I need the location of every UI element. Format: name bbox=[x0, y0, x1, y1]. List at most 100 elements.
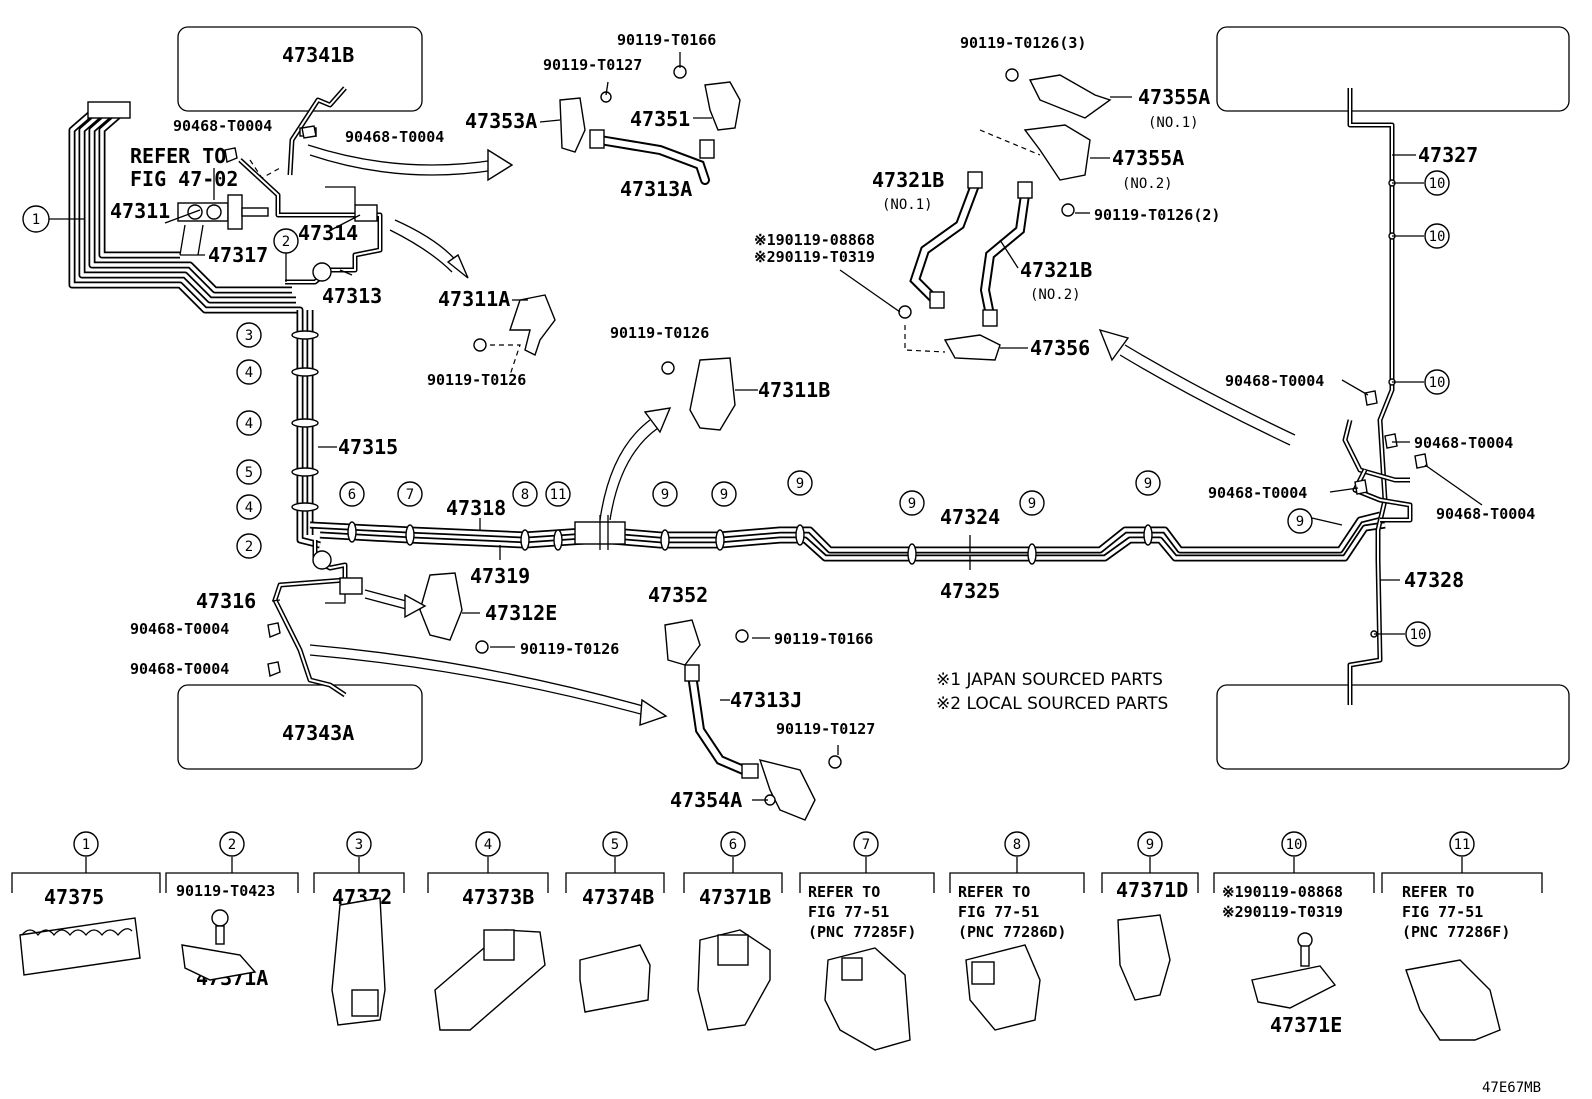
svg-text:(PNC 77285F): (PNC 77285F) bbox=[808, 923, 916, 941]
note-japan-sourced: ※1 JAPAN SOURCED PARTS bbox=[936, 670, 1163, 690]
callout-47343A: 47343A bbox=[282, 721, 354, 745]
svg-text:11: 11 bbox=[1454, 837, 1471, 853]
callout-90468-T0004: 90468-T0004 bbox=[1208, 484, 1307, 502]
box-bottom-right bbox=[1216, 684, 1570, 770]
bracket-47311A bbox=[509, 294, 556, 356]
svg-text:8: 8 bbox=[1013, 837, 1021, 853]
callout-47353A: 47353A bbox=[465, 109, 537, 133]
fitting-47314 bbox=[354, 204, 378, 222]
svg-text:90119-T0423: 90119-T0423 bbox=[176, 882, 275, 900]
callout-47314: 47314 bbox=[298, 221, 358, 245]
svg-text:FIG 77-51: FIG 77-51 bbox=[808, 903, 889, 921]
svg-text:7: 7 bbox=[862, 837, 870, 853]
callout-47328: 47328 bbox=[1404, 568, 1464, 592]
box-47343A bbox=[177, 684, 423, 770]
callout-47325: 47325 bbox=[940, 579, 1000, 603]
callout-no1: (NO.1) bbox=[882, 197, 933, 213]
svg-text:4: 4 bbox=[245, 500, 253, 516]
svg-text:3: 3 bbox=[355, 837, 363, 853]
svg-text:10: 10 bbox=[1429, 176, 1446, 192]
callout-refer-to: REFER TO bbox=[130, 144, 226, 168]
svg-text:5: 5 bbox=[611, 837, 619, 853]
callout-47341B: 47341B bbox=[282, 43, 354, 67]
callout-47324: 47324 bbox=[940, 505, 1000, 529]
pipes-right-vertical bbox=[1342, 88, 1428, 705]
callout-90119-T0166: 90119-T0166 bbox=[774, 630, 873, 648]
callout-90119-T0126: 90119-T0126 bbox=[520, 640, 619, 658]
bracket-47355A-no2 bbox=[1023, 124, 1091, 181]
callout-47355A: 47355A bbox=[1112, 146, 1184, 170]
svg-text:REFER TO: REFER TO bbox=[808, 883, 880, 901]
svg-text:47373B: 47373B bbox=[462, 885, 534, 909]
callout-47354A: 47354A bbox=[670, 788, 742, 812]
svg-text:7: 7 bbox=[406, 487, 414, 503]
callout-90119-T0127: 90119-T0127 bbox=[543, 56, 642, 74]
part-callouts: 47341B 90468-T0004 90468-T0004 REFER TO … bbox=[110, 31, 1535, 812]
pipe-47315 bbox=[291, 310, 321, 549]
callout-47313: 47313 bbox=[322, 284, 382, 308]
svg-text:1: 1 bbox=[82, 837, 90, 853]
callout-47321B: 47321B bbox=[872, 168, 944, 192]
svg-text:※190119-08868: ※190119-08868 bbox=[1222, 883, 1343, 901]
callout-47313J: 47313J bbox=[730, 688, 802, 712]
svg-text:※290119-T0319: ※290119-T0319 bbox=[1222, 903, 1343, 921]
callout-90119-T0166: 90119-T0166 bbox=[617, 31, 716, 49]
bracket-47355A-no1 bbox=[1028, 74, 1112, 119]
callout-90119-T0126-3: 90119-T0126(3) bbox=[960, 34, 1086, 52]
svg-text:8: 8 bbox=[521, 487, 529, 503]
svg-text:47375: 47375 bbox=[44, 885, 104, 909]
callout-47316: 47316 bbox=[196, 589, 256, 613]
bracket-47354A bbox=[758, 759, 816, 821]
svg-text:(PNC 77286D): (PNC 77286D) bbox=[958, 923, 1066, 941]
callout-47356: 47356 bbox=[1030, 336, 1090, 360]
svg-text:REFER TO: REFER TO bbox=[1402, 883, 1474, 901]
callout-47319: 47319 bbox=[470, 564, 530, 588]
svg-text:9: 9 bbox=[796, 476, 804, 492]
bracket-47356 bbox=[943, 334, 1001, 361]
svg-text:3: 3 bbox=[245, 328, 253, 344]
svg-text:2: 2 bbox=[228, 837, 236, 853]
callout-no2: (NO.2) bbox=[1122, 176, 1173, 192]
svg-text:10: 10 bbox=[1410, 627, 1427, 643]
callout-47317: 47317 bbox=[208, 243, 268, 267]
hose-47313J bbox=[684, 664, 759, 779]
callout-90468-T0004: 90468-T0004 bbox=[345, 128, 444, 146]
callout-90119-T0126-2: 90119-T0126(2) bbox=[1094, 206, 1220, 224]
svg-text:6: 6 bbox=[729, 837, 737, 853]
callout-90119-T0126: 90119-T0126 bbox=[610, 324, 709, 342]
svg-text:FIG 77-51: FIG 77-51 bbox=[958, 903, 1039, 921]
svg-text:47371D: 47371D bbox=[1116, 878, 1188, 902]
svg-text:(PNC 77286F): (PNC 77286F) bbox=[1402, 923, 1510, 941]
callout-47318: 47318 bbox=[446, 496, 506, 520]
svg-text:10: 10 bbox=[1429, 375, 1446, 391]
callout-no1: (NO.1) bbox=[1148, 115, 1199, 131]
clamp-legend: 1 2 3 4 5 6 7 8 9 10 11 47375 90119-T042… bbox=[11, 831, 1543, 1051]
callout-47315: 47315 bbox=[338, 435, 398, 459]
hose-47341B bbox=[287, 86, 347, 176]
svg-text:4: 4 bbox=[245, 416, 253, 432]
svg-text:REFER TO: REFER TO bbox=[958, 883, 1030, 901]
callout-90468-T0004: 90468-T0004 bbox=[1414, 434, 1513, 452]
hose-47321B-no2 bbox=[979, 181, 1033, 327]
clip-90468-b bbox=[301, 125, 317, 139]
svg-text:9: 9 bbox=[1146, 837, 1154, 853]
callout-ref2: ※290119-T0319 bbox=[754, 248, 875, 266]
svg-text:1: 1 bbox=[32, 212, 40, 228]
main-pipes bbox=[309, 511, 1386, 562]
callout-47351: 47351 bbox=[630, 107, 690, 131]
callout-fig-47-02: FIG 47-02 bbox=[130, 167, 238, 191]
callout-90119-T0127: 90119-T0127 bbox=[776, 720, 875, 738]
callout-no2: (NO.2) bbox=[1030, 287, 1081, 303]
bracket-47353A bbox=[559, 97, 586, 153]
callout-47311A: 47311A bbox=[438, 287, 510, 311]
box-47341B bbox=[177, 26, 423, 112]
leader-lines bbox=[48, 52, 1483, 801]
callout-90468-T0004: 90468-T0004 bbox=[1436, 505, 1535, 523]
callout-90468-T0004: 90468-T0004 bbox=[130, 620, 229, 638]
svg-text:47371E: 47371E bbox=[1270, 1013, 1342, 1037]
svg-text:9: 9 bbox=[661, 487, 669, 503]
svg-text:9: 9 bbox=[1144, 476, 1152, 492]
main-pipe-clamps bbox=[347, 515, 1153, 565]
hose-47321B-no1 bbox=[909, 171, 983, 309]
